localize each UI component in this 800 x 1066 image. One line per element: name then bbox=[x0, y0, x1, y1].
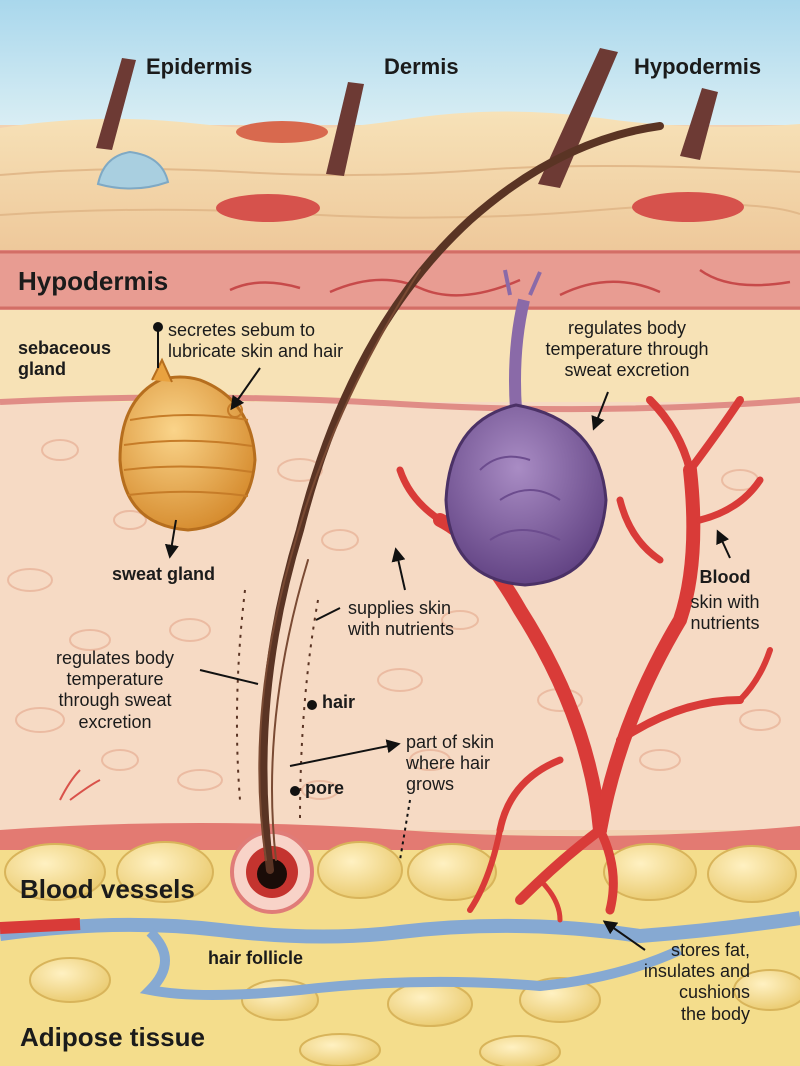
sweat-gland bbox=[444, 403, 608, 587]
hair-shaft bbox=[326, 82, 364, 176]
note-blood: skin with nutrients bbox=[690, 592, 760, 634]
note-sweat-excretion: regulates body temperature through sweat… bbox=[545, 318, 709, 381]
skin-droplet bbox=[96, 150, 170, 190]
vein bbox=[139, 928, 683, 1000]
epidermis-cell bbox=[632, 192, 744, 222]
artery-segment bbox=[0, 918, 81, 934]
label-hypodermis-top: Hypodermis bbox=[634, 54, 762, 79]
hair-shaft bbox=[680, 88, 718, 160]
vein bbox=[0, 911, 800, 944]
hair-strand bbox=[258, 122, 664, 874]
label-pore: pore bbox=[305, 778, 345, 798]
hair-shaft bbox=[96, 58, 136, 150]
epidermis-cell bbox=[236, 121, 328, 143]
label-hair-follicle: hair follicle bbox=[208, 948, 304, 968]
note-hair-growth: part of skin where hair grows bbox=[406, 732, 495, 795]
epidermis-cell bbox=[216, 194, 320, 222]
label-hair: hair bbox=[322, 692, 356, 712]
label-hypodermis-band: Hypodermis bbox=[18, 266, 169, 296]
sweat-gland-duct bbox=[509, 298, 530, 411]
epidermis-layer bbox=[0, 111, 800, 252]
label-sebaceous-gland: sebaceous gland bbox=[18, 338, 112, 380]
note-sebum: secretes sebum to lubricate skin and hai… bbox=[168, 320, 344, 362]
label-blood-vessels: Blood vessels bbox=[20, 874, 195, 904]
vessel-band bbox=[0, 823, 800, 852]
label-sweat-gland: sweat gland bbox=[112, 564, 216, 584]
label-adipose-tissue: Adipose tissue bbox=[20, 1022, 205, 1052]
blood-vessel-tree bbox=[396, 396, 773, 923]
label-dermis: Dermis bbox=[384, 54, 459, 79]
note-nutrients: supplies skin with nutrients bbox=[348, 598, 455, 640]
note-temperature: regulates body temperature through sweat… bbox=[55, 648, 175, 732]
label-epidermis: Epidermis bbox=[146, 54, 253, 79]
label-blood: Blood bbox=[699, 567, 751, 587]
hair-shaft bbox=[538, 48, 618, 188]
note-fat: stores fat, insulates and cushions the b… bbox=[643, 940, 750, 1024]
